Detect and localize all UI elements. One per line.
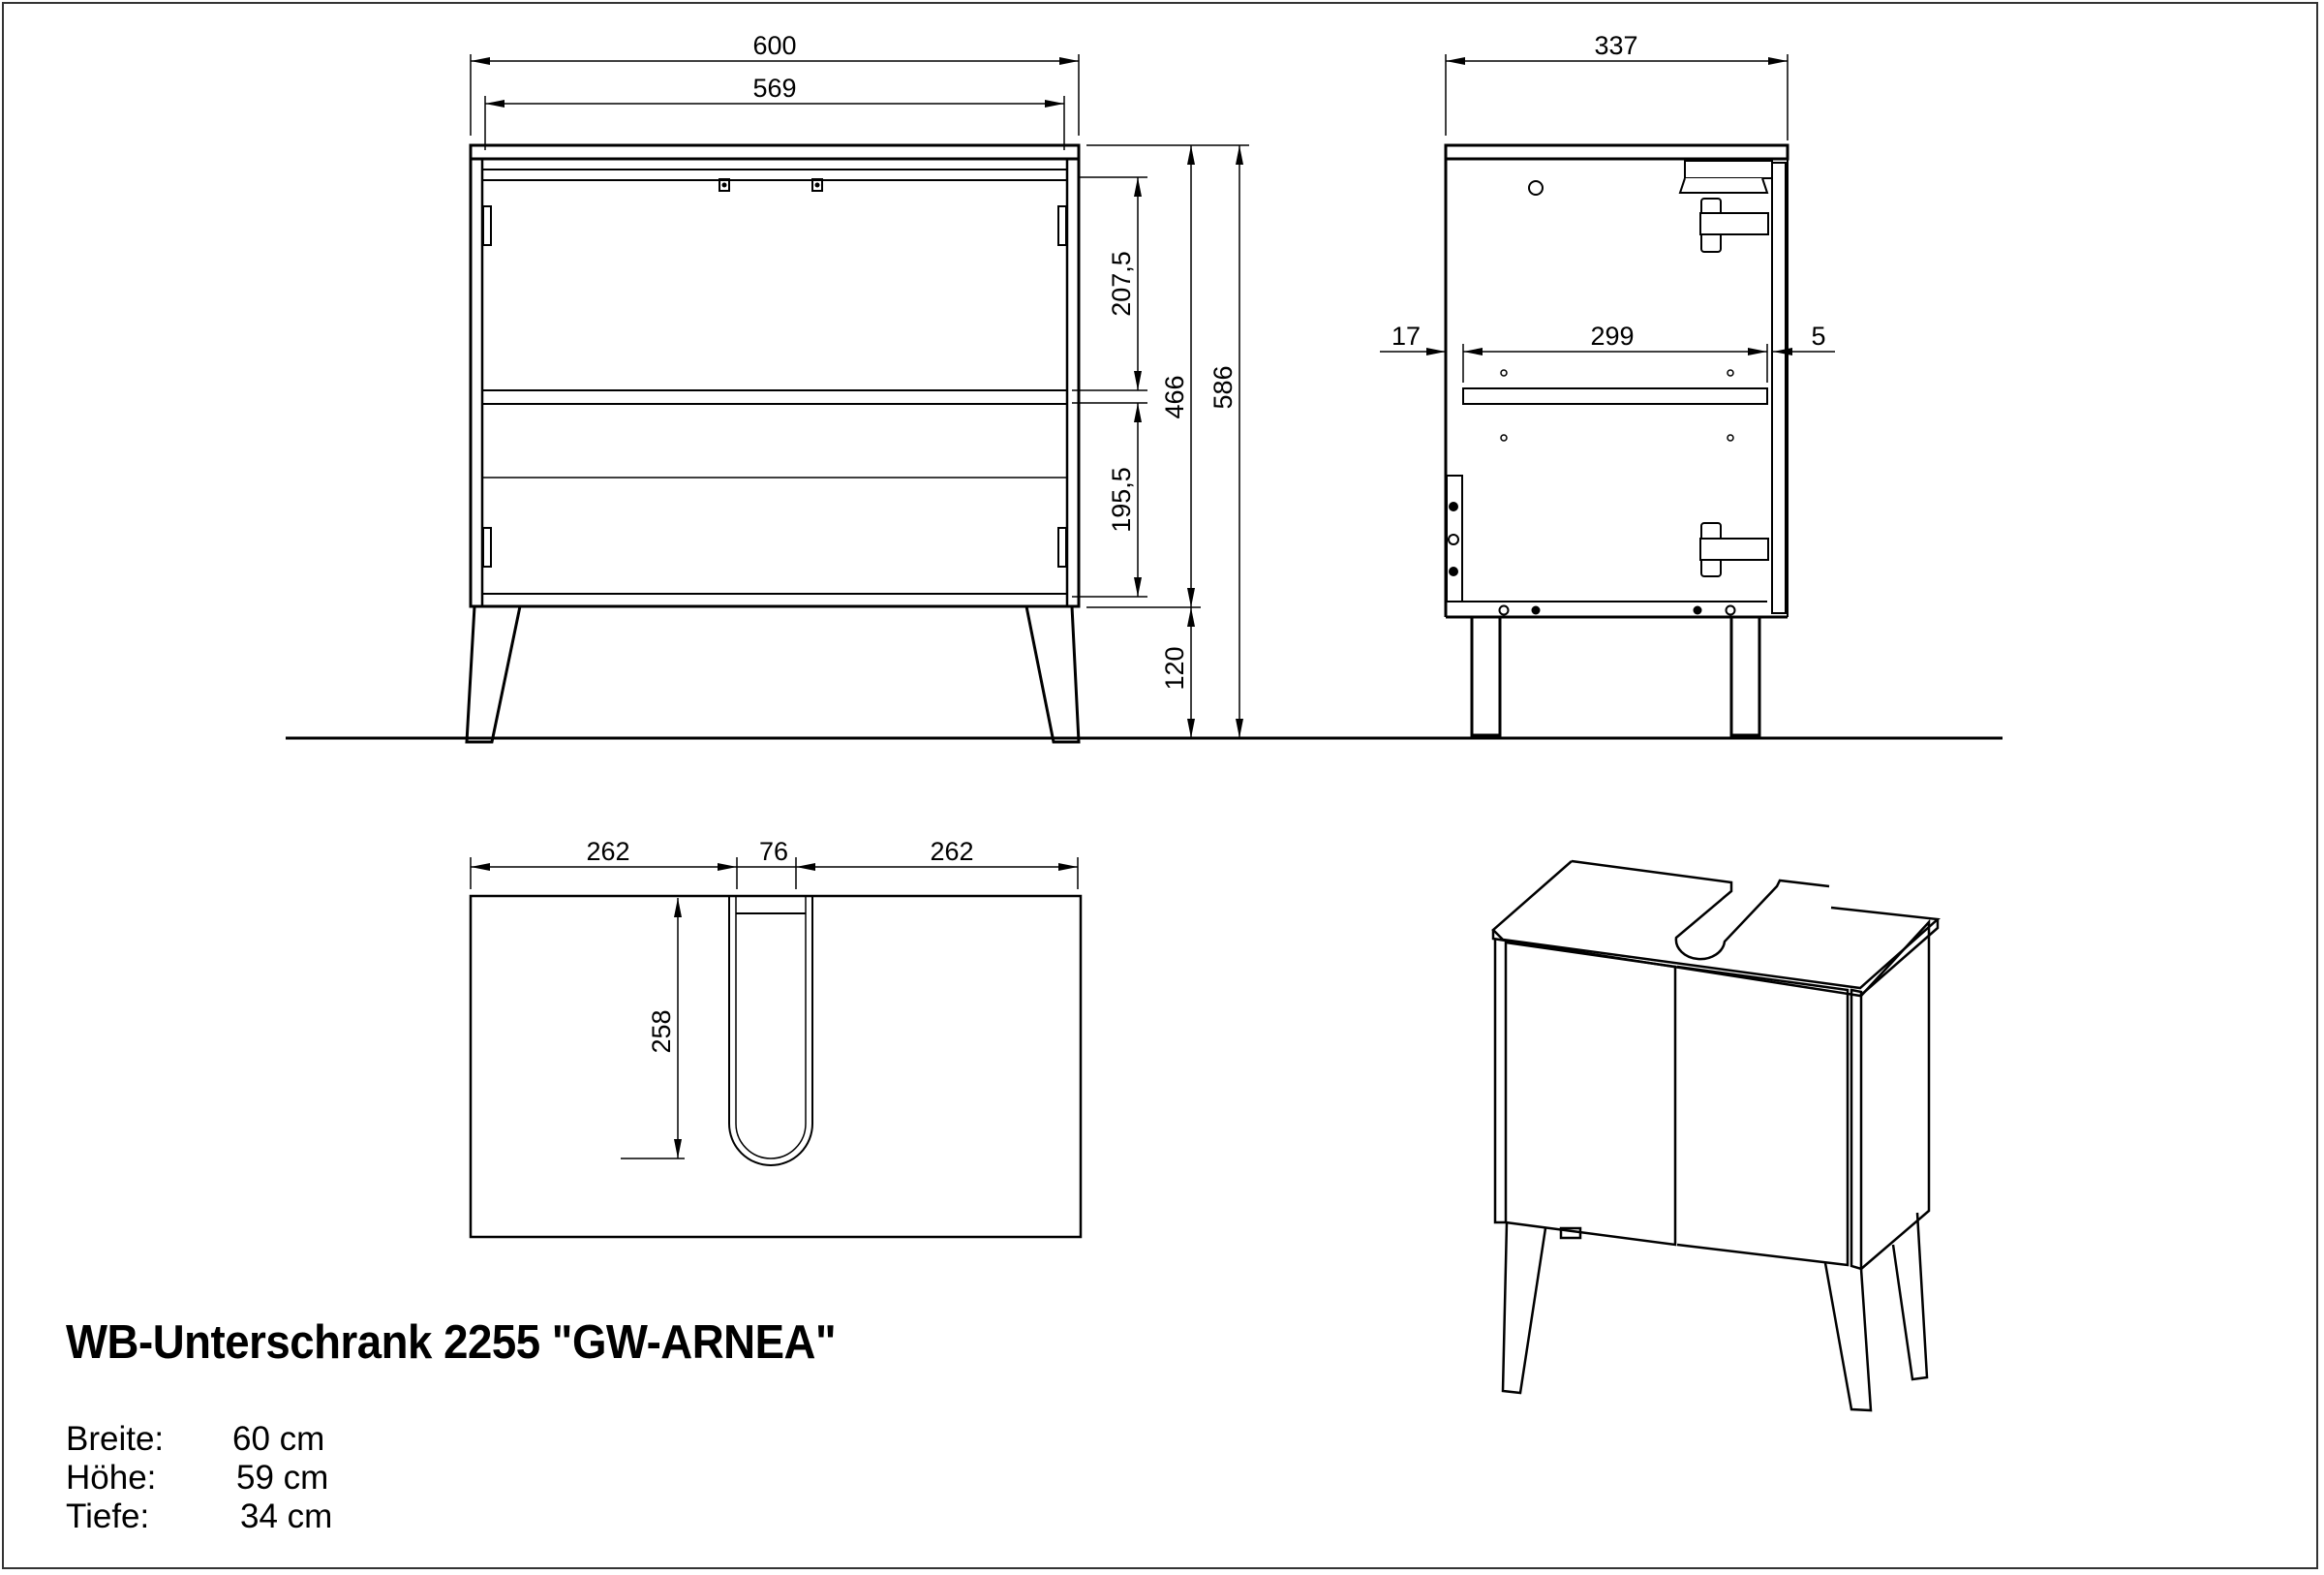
dim-left-offset: 17 xyxy=(1391,322,1421,351)
spec-row-width: Breite: 60 cm xyxy=(66,1420,332,1459)
side-view xyxy=(1444,143,1789,737)
spec-value: 60 cm xyxy=(232,1420,325,1458)
spec-row-depth: Tiefe: 34 cm xyxy=(66,1498,332,1536)
front-view xyxy=(465,143,1081,744)
spec-label: Höhe: xyxy=(66,1459,157,1497)
dim-cutout-width: 76 xyxy=(759,837,788,866)
dim-shelf-depth: 299 xyxy=(1590,322,1634,351)
front-view-dimensions xyxy=(470,54,1249,738)
dim-upper-compartment: 207,5 xyxy=(1107,251,1136,317)
dim-leg-height: 120 xyxy=(1160,646,1189,690)
dim-overall-width: 600 xyxy=(752,31,796,60)
top-view-dimensions xyxy=(470,857,1079,1159)
dim-inner-width: 569 xyxy=(752,74,796,103)
spec-value: 34 cm xyxy=(240,1498,333,1535)
spec-label: Breite: xyxy=(66,1420,165,1458)
dim-body-height: 466 xyxy=(1160,375,1189,418)
spec-value: 59 cm xyxy=(236,1459,329,1497)
dim-total-height: 586 xyxy=(1208,365,1238,409)
spec-row-height: Höhe: 59 cm xyxy=(66,1459,332,1498)
dim-depth: 337 xyxy=(1594,31,1637,60)
isometric-view xyxy=(1491,859,1941,1412)
product-specs: Breite: 60 cm Höhe: 59 cm Tiefe: 34 cm xyxy=(66,1420,332,1536)
product-title: WB-Unterschrank 2255 "GW-ARNEA" xyxy=(66,1316,837,1369)
dim-top-right-width: 262 xyxy=(930,837,973,866)
dim-top-left-width: 262 xyxy=(586,837,629,866)
dim-cutout-depth: 258 xyxy=(647,1009,676,1053)
dim-right-offset: 5 xyxy=(1811,322,1825,351)
top-view xyxy=(469,894,1083,1239)
dim-lower-compartment: 195,5 xyxy=(1107,467,1136,533)
side-view-dimensions xyxy=(1380,54,1835,383)
spec-label: Tiefe: xyxy=(66,1498,150,1535)
